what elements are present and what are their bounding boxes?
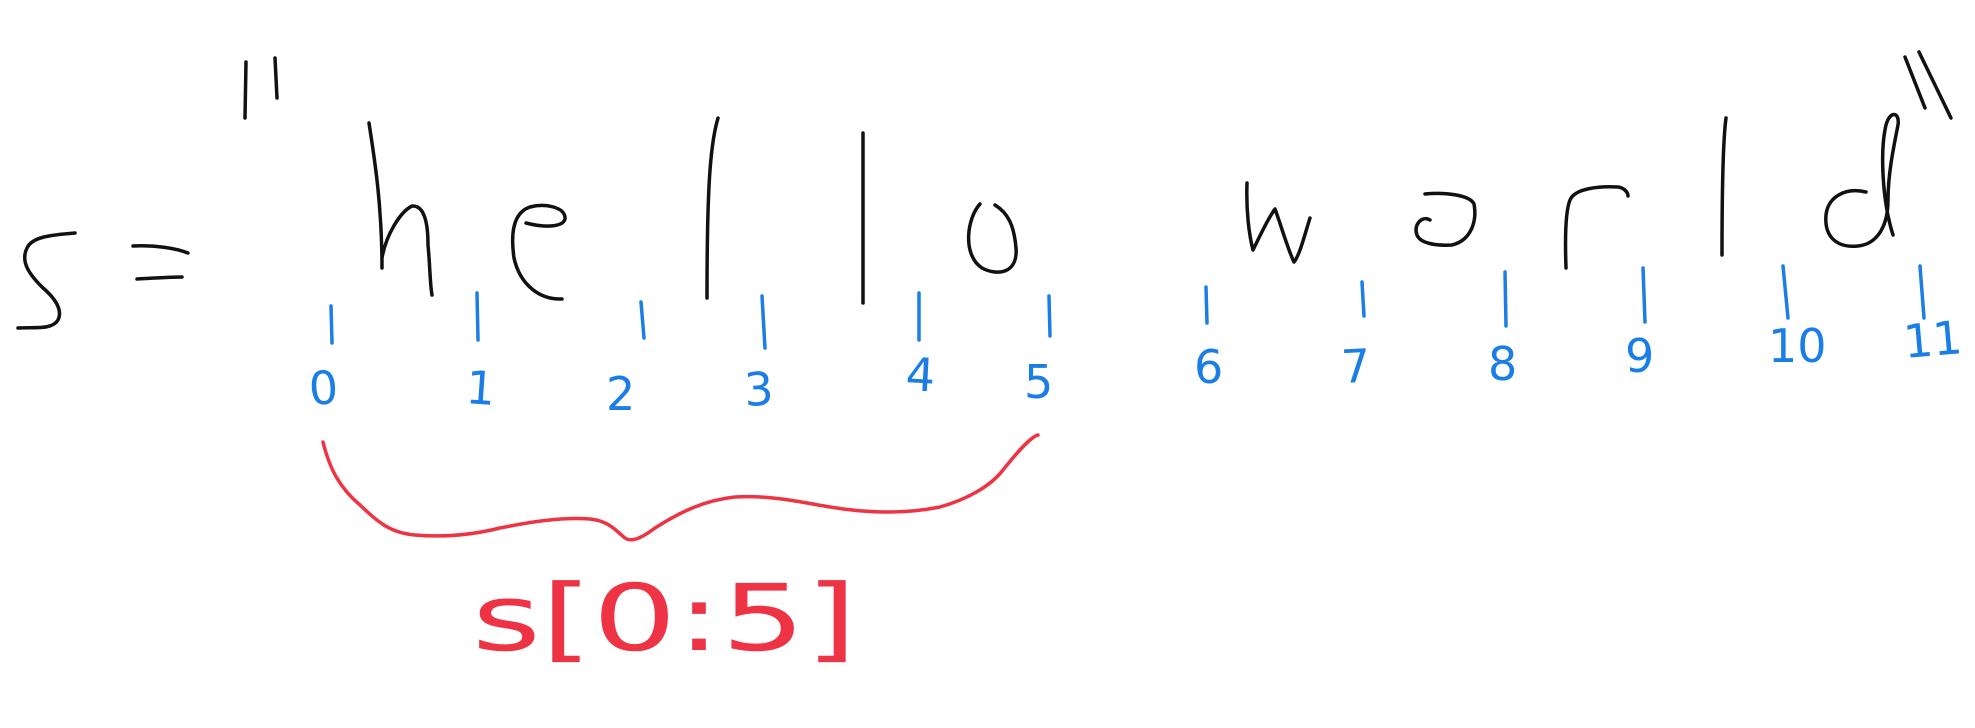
index-label-10: 10 [1768, 319, 1827, 373]
variable-s-glyph [16, 231, 77, 330]
tick-11 [1918, 264, 1926, 320]
char-w-glyph [1245, 181, 1312, 264]
index-label-11: 11 [1901, 310, 1964, 369]
close-quote-glyph [1903, 50, 1953, 120]
char-l1-glyph [705, 116, 720, 300]
tick-1 [475, 291, 480, 342]
index-label-2: 2 [606, 367, 635, 421]
tick-9 [1641, 266, 1647, 324]
index-label-9: 9 [1625, 329, 1654, 383]
tick-8 [1503, 270, 1508, 328]
index-label-6: 6 [1194, 340, 1223, 394]
slice-annotation: s[0:5] [321, 433, 1040, 672]
tick-6 [1204, 285, 1209, 325]
open-quote-glyph [243, 56, 279, 120]
tick-3 [760, 294, 767, 350]
index-label-8: 8 [1488, 337, 1517, 391]
slice-expression-label: s[0:5] [472, 565, 857, 672]
tick-2 [639, 300, 646, 340]
equals-sign-glyph [131, 244, 190, 281]
index-label-5: 5 [1024, 355, 1053, 409]
string-assignment [16, 50, 1953, 330]
curly-brace [321, 433, 1040, 542]
tick-10 [1781, 264, 1790, 320]
index-label-0: 0 [307, 360, 340, 416]
char-h-glyph [367, 121, 434, 297]
char-o2-glyph [1414, 191, 1477, 247]
char-l3-glyph [1720, 116, 1728, 257]
index-labels: 0 1 2 3 4 5 6 7 8 9 10 11 [307, 310, 1964, 421]
index-ticks [329, 264, 1926, 350]
tick-5 [1047, 294, 1052, 338]
char-r-glyph [1563, 185, 1630, 270]
tick-7 [1360, 280, 1366, 318]
tick-0 [329, 304, 334, 345]
char-o1-glyph [966, 202, 1018, 274]
index-label-7: 7 [1340, 339, 1372, 394]
char-d-glyph [1824, 112, 1900, 248]
index-label-3: 3 [743, 362, 775, 417]
char-e-glyph [510, 203, 567, 301]
index-label-1: 1 [464, 360, 497, 416]
index-label-4: 4 [904, 347, 936, 402]
